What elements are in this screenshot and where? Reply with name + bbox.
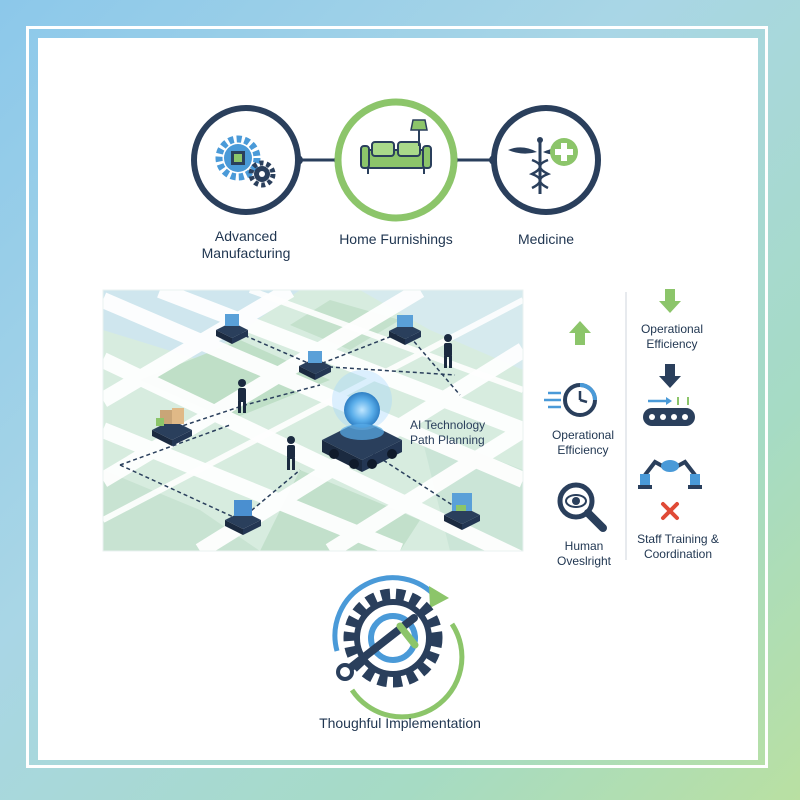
magnifier-eye-icon <box>557 482 607 532</box>
ai-robot-hub-icon <box>322 370 402 472</box>
robot-cart-boxes-icon <box>152 408 192 446</box>
person-icon <box>238 379 246 413</box>
gear-wrench-icon <box>336 588 443 688</box>
sofa-lamp-icon <box>334 98 458 222</box>
robot-cart-icon <box>389 315 421 345</box>
conveyor-icon <box>643 397 695 426</box>
outer-frame <box>26 26 768 768</box>
mid-efficiency-label: Operational Efficiency <box>551 428 615 457</box>
robot-cart-icon <box>225 500 261 535</box>
robot-cart-icon <box>299 351 331 380</box>
robot-cart-boxes-icon <box>444 493 480 530</box>
arrow-down-icon <box>659 364 681 388</box>
human-oversight-label: Human Oveslright <box>556 539 612 568</box>
person-icon <box>444 334 452 368</box>
caduceus-plus-icon <box>491 105 601 215</box>
arrow-up-icon <box>569 321 591 345</box>
industry-label-furnishings: Home Furnishings <box>339 231 453 247</box>
industry-label-manufacturing: Advanced Manufacturing <box>201 228 291 261</box>
right-efficiency-label: Operational Efficiency <box>640 322 704 351</box>
robot-cart-icon <box>216 314 248 344</box>
robot-handshake-icon <box>638 459 702 489</box>
footer-label: Thoughful Implementation <box>319 715 481 731</box>
gears-chip-icon <box>191 105 301 215</box>
x-mark-icon <box>661 502 679 520</box>
staff-training-label: Staff Training & Coordination <box>637 532 719 561</box>
arrow-down-icon <box>659 289 681 313</box>
map-center-label: AI Technology Path Planning <box>410 418 486 447</box>
clock-speed-icon <box>544 383 597 417</box>
person-icon <box>287 436 295 470</box>
industry-label-medicine: Medicine <box>517 231 575 247</box>
cycle-arrows-icon <box>332 575 465 720</box>
